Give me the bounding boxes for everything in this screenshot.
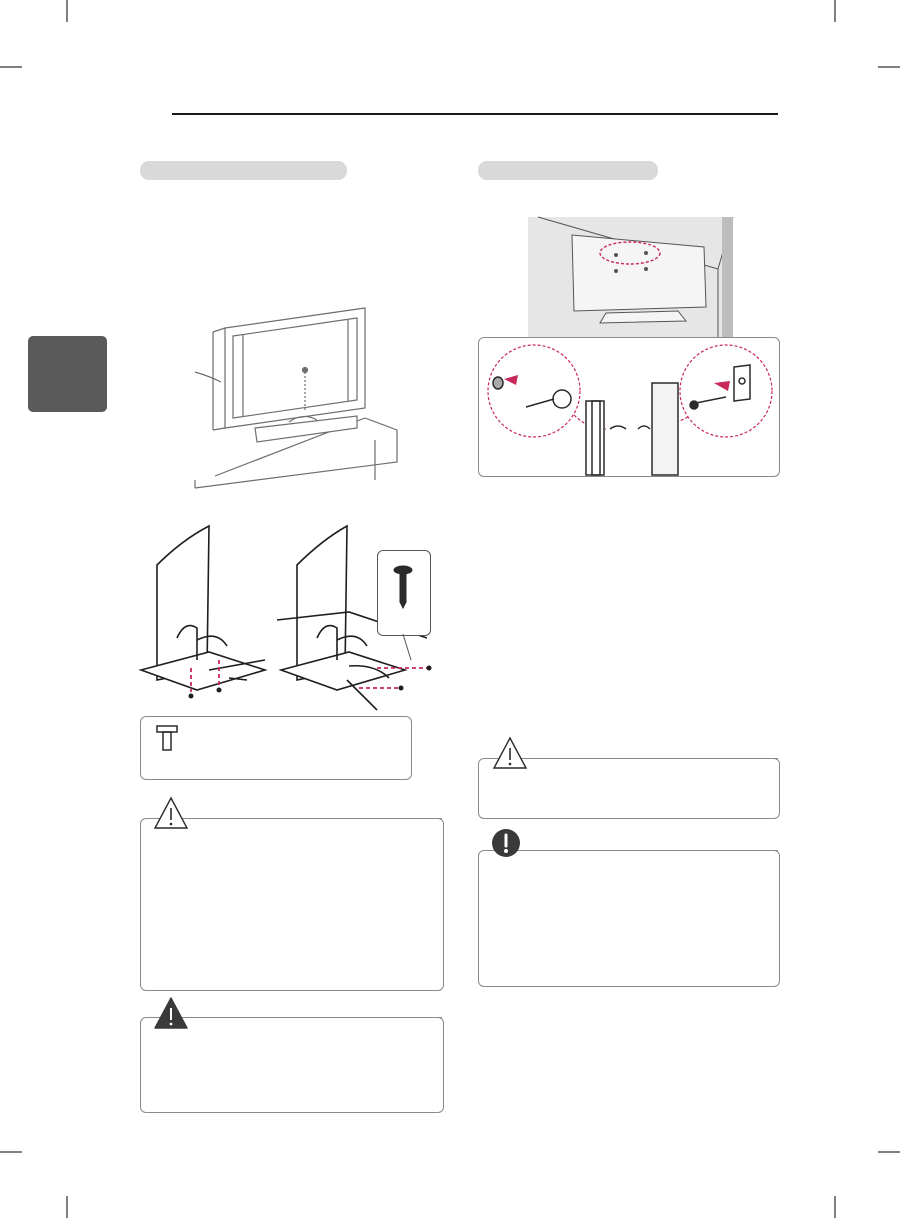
side-tab — [28, 336, 107, 412]
caution-box-right — [478, 758, 780, 819]
stand-tie-down-illustration — [138, 524, 432, 711]
bolt-icon — [156, 725, 178, 751]
caution-icon — [153, 796, 189, 829]
header-rule — [172, 113, 778, 115]
caution-box-right-rule — [626, 758, 778, 759]
caution-box-left — [140, 818, 444, 991]
section-heading-right — [478, 161, 658, 180]
warning-box-left-rule — [360, 1017, 442, 1018]
bracket-detail-illustration — [487, 344, 773, 476]
tv-on-table-illustration — [194, 307, 398, 489]
caution-box-left-rule — [292, 818, 442, 819]
caution-icon — [492, 736, 528, 769]
screw-icon — [393, 565, 413, 661]
warning-box-left — [140, 1017, 444, 1113]
section-heading-left — [140, 161, 347, 180]
note-box-right-rule — [610, 850, 778, 851]
note-box-right — [478, 850, 780, 987]
exclamation-circle-icon — [492, 829, 520, 857]
warning-icon — [154, 997, 188, 1029]
bolt-note-box — [140, 716, 412, 780]
wall-room-lines — [537, 216, 734, 337]
